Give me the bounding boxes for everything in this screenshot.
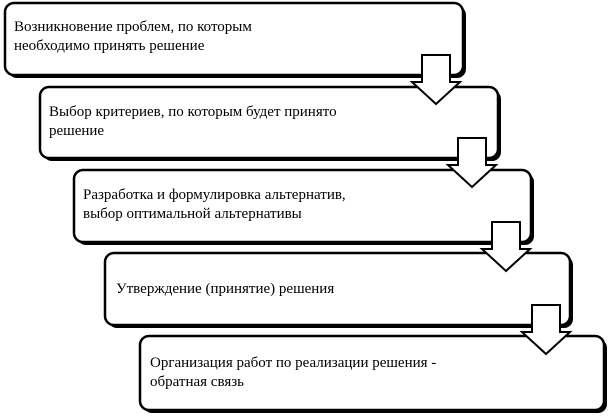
step-5-line-1: Организация работ по реализации решения … [150, 355, 437, 371]
step-1-box [3, 1, 465, 77]
step-3-text: Разработка и формулировка альтернатив, в… [83, 186, 346, 224]
step-5-line-2: обратная связь [150, 374, 244, 390]
step-1-text: Возникновение проблем, по которым необхо… [14, 18, 252, 56]
step-4-text: Утверждение (принятие) решения [116, 280, 334, 299]
step-5-text: Организация работ по реализации решения … [150, 354, 436, 392]
step-4-line-1: Утверждение (принятие) решения [116, 281, 335, 297]
step-3-line-1: Разработка и формулировка альтернатив, [83, 187, 346, 203]
step-2-box [38, 85, 500, 160]
step-2-line-1: Выбор критериев, по которым будет принят… [49, 104, 337, 120]
step-5-box [138, 334, 606, 412]
down-arrow-icon [445, 137, 499, 189]
down-arrow-icon [519, 304, 573, 356]
step-1-line-2: необходимо принять решение [14, 38, 205, 54]
step-3-line-2: выбор оптимальной альтернативы [83, 206, 302, 222]
step-2-text: Выбор критериев, по которым будет принят… [49, 103, 337, 141]
down-arrow-icon [409, 54, 463, 106]
down-arrow-icon [479, 221, 533, 273]
step-2-line-2: решение [49, 123, 105, 139]
step-1-line-1: Возникновение проблем, по которым [14, 19, 252, 35]
step-4-box [103, 251, 572, 327]
step-3-box [72, 168, 533, 244]
